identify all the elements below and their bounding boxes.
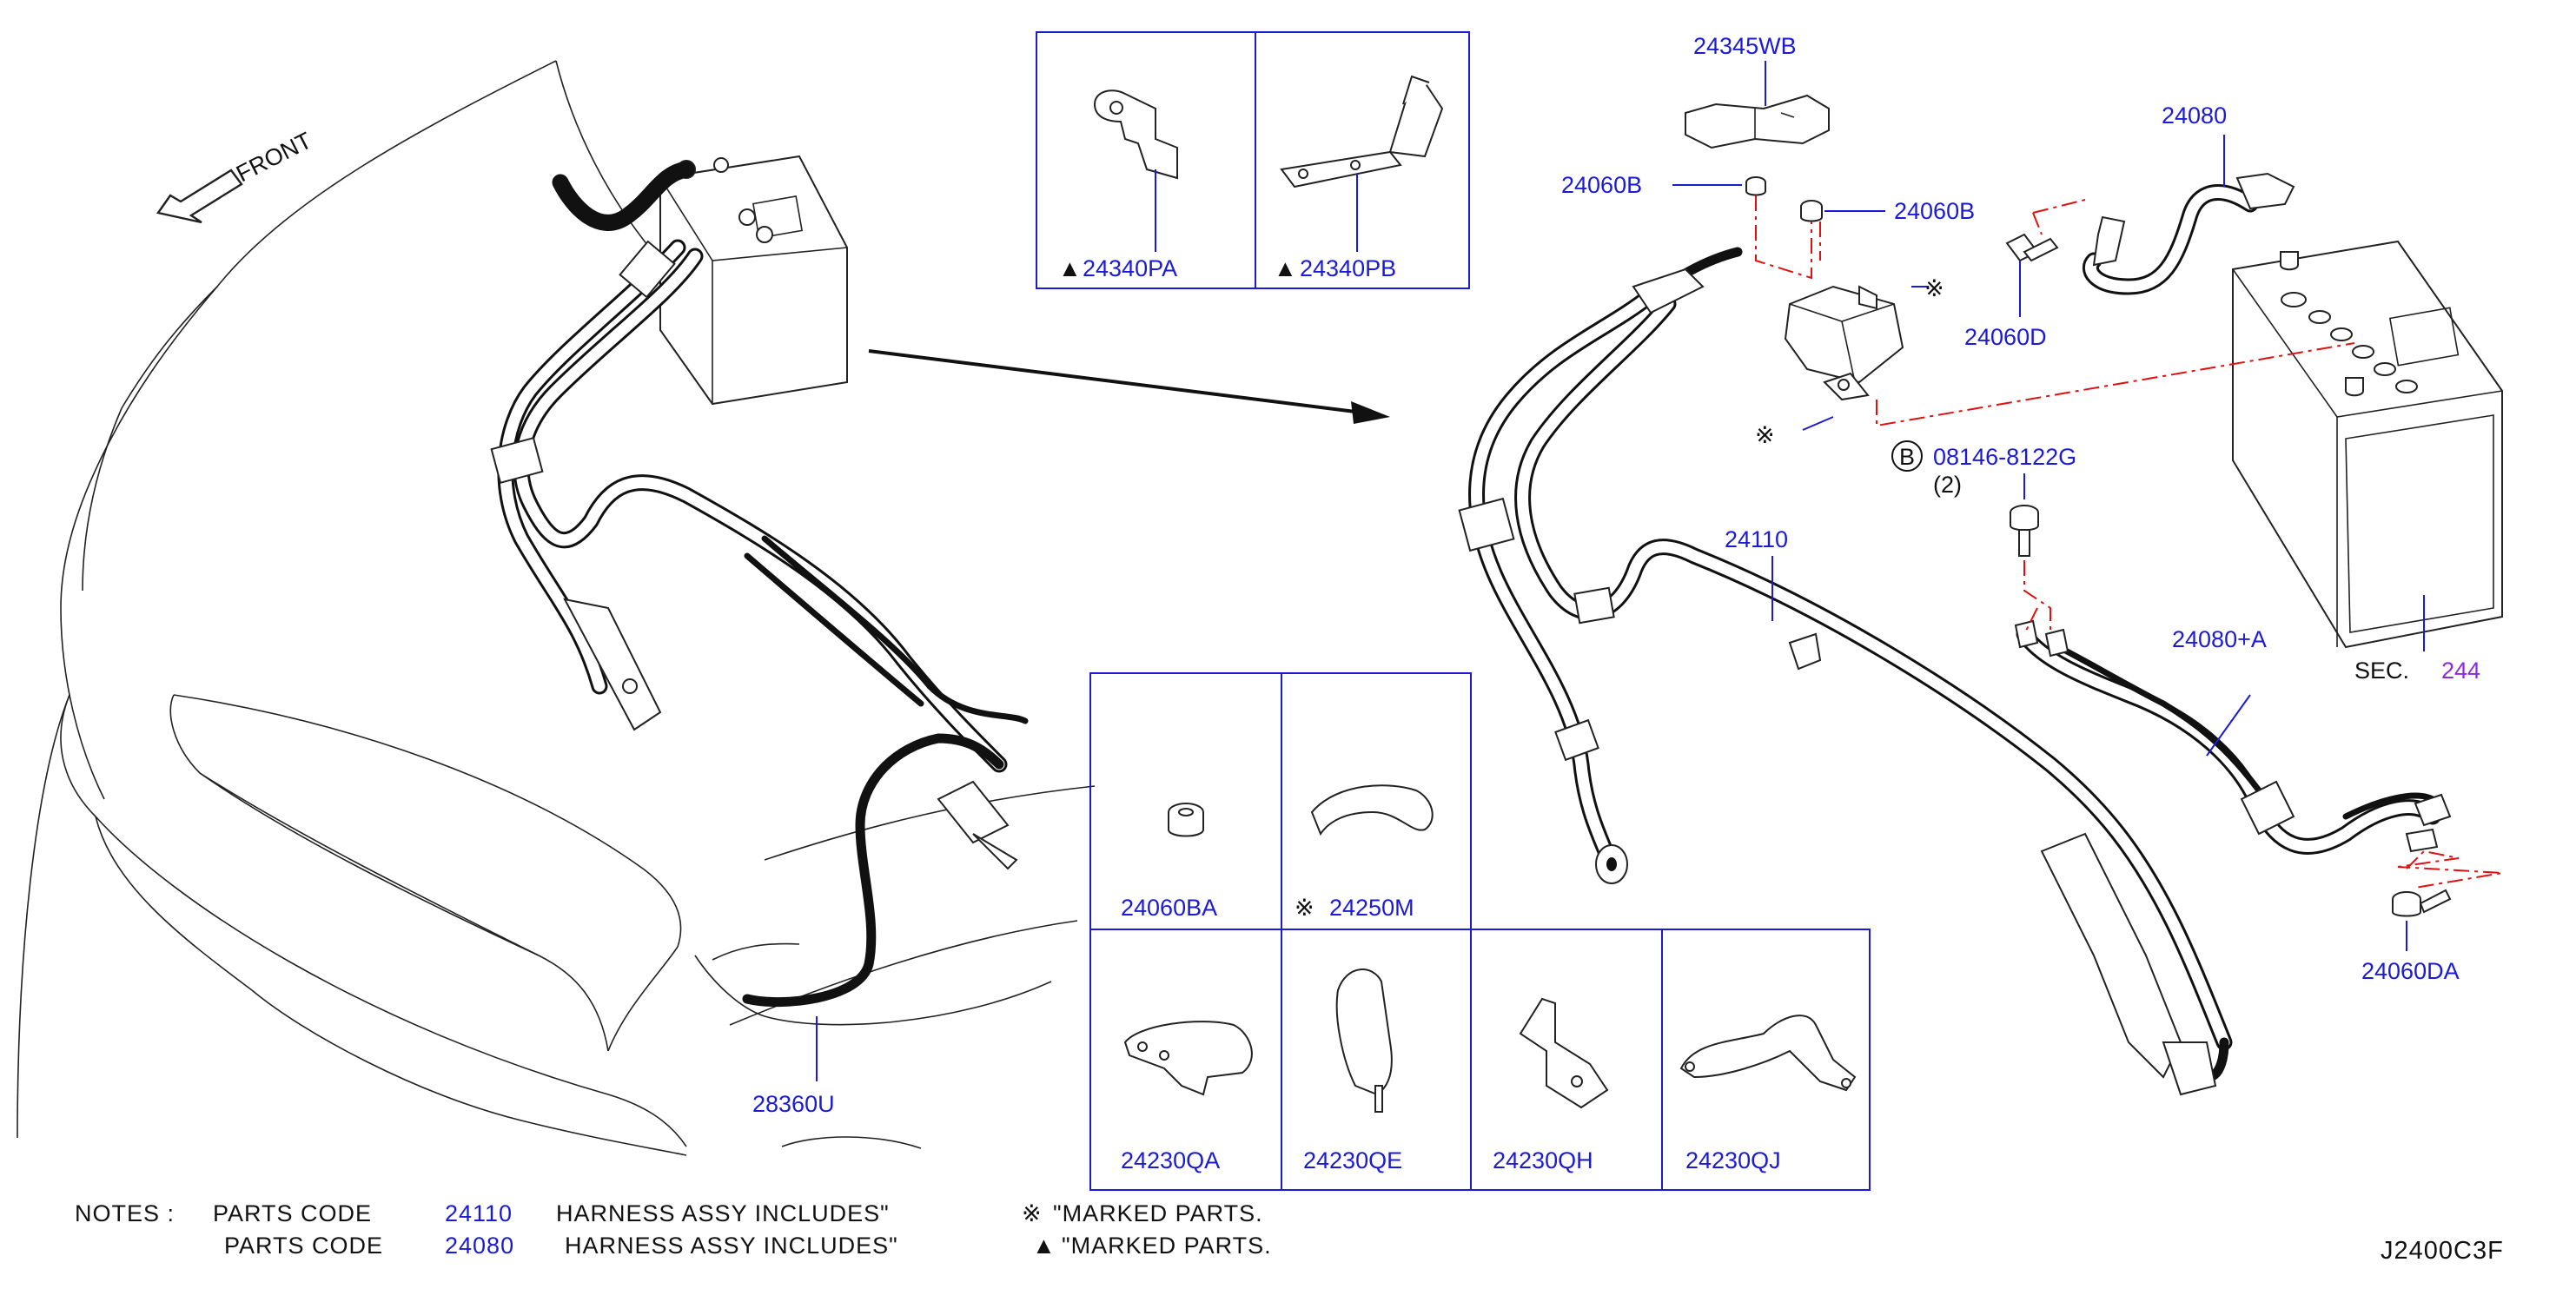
label-24345wb: 24345WB xyxy=(1693,33,1797,59)
right-detail xyxy=(1458,61,2503,1096)
notes-mark1-symbol: ※ xyxy=(1022,1200,1043,1226)
nut-24060b-right xyxy=(1800,200,1885,222)
vehicle-outline xyxy=(17,60,1096,1156)
notes-line2-words: PARTS CODE xyxy=(224,1233,383,1259)
inset-24250m-code: 24250M xyxy=(1329,895,1414,921)
cable-24080a xyxy=(2014,619,2452,855)
bottom-inset-box: 24060BA ※ 24250M 24230QA 24230QE 24230QH xyxy=(1089,672,1871,1191)
inset-24230qh-code: 24230QH xyxy=(1493,1147,1593,1173)
callout-arrow xyxy=(868,349,1390,424)
bracket-24230qj xyxy=(1679,1015,1857,1092)
notes-line1-text: HARNESS ASSY INCLUDES" xyxy=(556,1200,890,1226)
notes-prefix: NOTES : xyxy=(75,1200,175,1226)
inset-24340pa-mark: ▲ xyxy=(1058,255,1082,281)
label-24080a: 24080+A xyxy=(2172,626,2267,652)
assembly-guides xyxy=(1755,195,2503,889)
front-label: FRONT xyxy=(232,127,315,187)
notes-mark2-text: "MARKED PARTS. xyxy=(1062,1233,1272,1259)
diagram-code: J2400C3F xyxy=(2381,1237,2504,1265)
kome-mark-lower: ※ xyxy=(1755,422,1775,448)
label-24060d: 24060D xyxy=(1964,324,2047,350)
notes-line2-code: 24080 xyxy=(445,1233,514,1259)
label-sec-number[interactable]: 244 xyxy=(2441,658,2480,684)
right-battery xyxy=(2232,240,2503,649)
notes-line1-words: PARTS CODE xyxy=(213,1200,372,1226)
fuse-24345wb xyxy=(1685,61,1830,149)
notes-line2-text: HARNESS ASSY INCLUDES" xyxy=(565,1233,898,1259)
bracket-24340pb xyxy=(1280,75,1444,252)
left-harness xyxy=(490,161,1029,1008)
top-inset-box: ▲ 24340PA ▲ 24340PB xyxy=(1036,31,1470,289)
bracket-24230qe xyxy=(1335,968,1393,1113)
cover-24250m xyxy=(1310,784,1434,836)
notes-mark2-symbol: ▲ xyxy=(1032,1233,1056,1259)
inset-24230qe-code: 24230QE xyxy=(1303,1147,1402,1173)
bracket-24230qa xyxy=(1123,1021,1253,1096)
inset-24340pb-mark: ▲ xyxy=(1274,255,1297,281)
nut-24060b-left xyxy=(1672,176,1766,196)
inset-24060ba-code: 24060BA xyxy=(1121,895,1217,921)
bolt-08146 xyxy=(2010,473,2039,557)
inset-24230qa-code: 24230QA xyxy=(1121,1147,1220,1173)
left-battery xyxy=(659,155,848,406)
inset-24250m-mark: ※ xyxy=(1295,895,1314,921)
bracket-24340pa xyxy=(1093,89,1178,252)
label-08146-qty: (2) xyxy=(1933,472,1962,498)
svg-text:28360U: 28360U xyxy=(752,1091,835,1117)
front-direction-arrow: FRONT xyxy=(156,127,316,224)
terminal-block xyxy=(1784,285,1904,401)
label-24080: 24080 xyxy=(2162,102,2227,129)
cable-24080 xyxy=(2083,172,2295,295)
svg-text:B: B xyxy=(1899,444,1915,470)
bolt-24060d xyxy=(2005,233,2059,317)
label-24060b-left: 24060B xyxy=(1561,172,1642,198)
battery-caps xyxy=(2280,251,2418,397)
inset-24230qj-code: 24230QJ xyxy=(1685,1147,1781,1173)
notes-line1-code: 24110 xyxy=(445,1200,513,1226)
b-circle-marker: B xyxy=(1891,440,1923,472)
label-24060da: 24060DA xyxy=(2361,958,2460,984)
inset-24340pa-code: 24340PA xyxy=(1083,255,1177,281)
inset-24340pb-code: 24340PB xyxy=(1300,255,1396,281)
notes-mark1-text: "MARKED PARTS. xyxy=(1053,1200,1263,1226)
label-24110: 24110 xyxy=(1725,526,1788,552)
kome-mark-upper: ※ xyxy=(1924,275,1944,301)
leader-lines xyxy=(1771,135,2425,757)
label-24060b-right: 24060B xyxy=(1894,198,1975,224)
nut-24060ba xyxy=(1168,803,1204,837)
label-28360u: 28360U xyxy=(752,1016,835,1117)
notes-block: NOTES : PARTS CODE 24110 HARNESS ASSY IN… xyxy=(75,1200,1272,1259)
bracket-24230qh xyxy=(1519,997,1609,1109)
right-labels: 24345WB 24060B 24060B 24080 24060D ※ ※ B… xyxy=(1561,33,2480,984)
label-08146-8122g: 08146-8122G xyxy=(1933,444,2076,470)
label-sec-prefix: SEC. xyxy=(2354,658,2409,684)
harness-24110 xyxy=(1458,247,2233,1096)
bolt-24060da xyxy=(2392,889,2452,951)
